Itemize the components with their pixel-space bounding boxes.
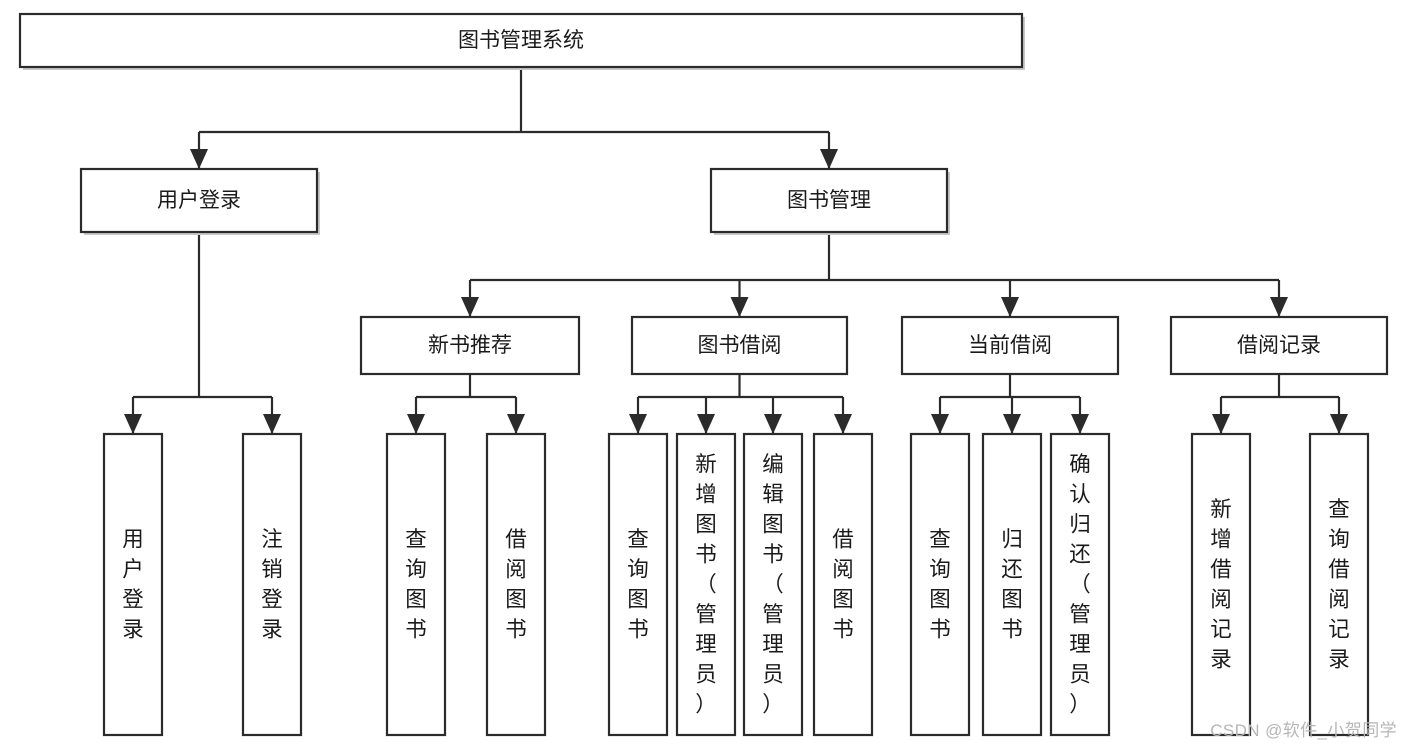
node-label: 借阅图书	[832, 528, 854, 642]
node-label: 用户登录	[122, 528, 144, 642]
connector-group-current-borrow	[931, 374, 1089, 434]
arrow-head-icon	[263, 414, 281, 434]
node-layer: 图书管理系统用户登录图书管理新书推荐图书借阅当前借阅借阅记录用户登录注销登录查询…	[18, 12, 1389, 737]
arrow-head-icon	[931, 414, 949, 434]
node-label: 确认归还（管理员）	[1069, 453, 1091, 717]
node-leaf-return-book[interactable]: 归还图书	[981, 432, 1043, 737]
arrow-head-icon	[461, 297, 479, 317]
node-label: 新书推荐	[428, 334, 512, 357]
node-label: 编辑图书（管理员）	[762, 453, 784, 717]
node-leaf-borrow-book-2[interactable]: 借阅图书	[812, 432, 874, 737]
arrow-head-icon	[697, 414, 715, 434]
node-borrow-record[interactable]: 借阅记录	[1169, 315, 1389, 376]
node-user-login[interactable]: 用户登录	[79, 167, 320, 235]
node-label: 注销登录	[261, 528, 283, 642]
node-label: 查询图书	[405, 528, 427, 642]
arrow-head-icon	[1001, 297, 1019, 317]
node-label: 图书借阅	[698, 334, 782, 357]
connector-group-user-login	[124, 232, 281, 434]
node-label: 新增借阅记录	[1210, 498, 1232, 672]
node-label: 借阅记录	[1237, 334, 1321, 357]
node-label: 新增图书（管理员）	[695, 453, 717, 717]
connector-layer	[124, 67, 1348, 434]
node-leaf-query-book-2[interactable]: 查询图书	[607, 432, 669, 737]
node-leaf-add-book[interactable]: 新增图书（管理员）	[675, 432, 737, 737]
arrow-head-icon	[407, 414, 425, 434]
arrow-head-icon	[834, 414, 852, 434]
node-label: 图书管理系统	[458, 29, 584, 52]
connector-group-borrow-record	[1212, 374, 1348, 434]
arrow-head-icon	[1212, 414, 1230, 434]
node-label: 查询图书	[627, 528, 649, 642]
node-label: 当前借阅	[968, 334, 1052, 357]
arrow-head-icon	[1330, 414, 1348, 434]
node-label: 归还图书	[1001, 528, 1023, 642]
node-leaf-add-record[interactable]: 新增借阅记录	[1190, 432, 1252, 737]
node-book-manage[interactable]: 图书管理	[709, 167, 950, 235]
arrow-head-icon	[629, 414, 647, 434]
arrow-head-icon	[190, 149, 208, 169]
node-leaf-query-book-1[interactable]: 查询图书	[385, 432, 447, 737]
connector-group-new-book-rec	[407, 374, 525, 434]
arrow-head-icon	[1071, 414, 1089, 434]
node-root[interactable]: 图书管理系统	[18, 12, 1025, 70]
node-label: 借阅图书	[505, 528, 527, 642]
arrow-head-icon	[507, 414, 525, 434]
node-label: 图书管理	[787, 189, 871, 212]
connector-group-root	[190, 67, 838, 169]
node-leaf-confirm-return[interactable]: 确认归还（管理员）	[1049, 432, 1111, 737]
node-label: 用户登录	[157, 189, 241, 212]
node-new-book-rec[interactable]: 新书推荐	[359, 315, 581, 376]
arrow-head-icon	[1003, 414, 1021, 434]
arrow-head-icon	[730, 297, 749, 317]
node-leaf-user-login[interactable]: 用户登录	[102, 432, 164, 737]
arrow-head-icon	[1270, 297, 1288, 317]
arrow-head-icon	[124, 414, 142, 434]
arrow-head-icon	[764, 414, 782, 434]
node-book-borrow[interactable]: 图书借阅	[630, 315, 849, 376]
node-label: 查询图书	[929, 528, 951, 642]
node-current-borrow[interactable]: 当前借阅	[900, 315, 1120, 376]
node-leaf-logout[interactable]: 注销登录	[241, 432, 303, 737]
connector-group-book-borrow	[629, 374, 852, 434]
connector-group-book-manage	[461, 232, 1288, 317]
arrow-head-icon	[820, 149, 838, 169]
node-leaf-query-record[interactable]: 查询借阅记录	[1308, 432, 1370, 737]
node-leaf-edit-book[interactable]: 编辑图书（管理员）	[742, 432, 804, 737]
node-leaf-query-book-3[interactable]: 查询图书	[909, 432, 971, 737]
node-leaf-borrow-book-1[interactable]: 借阅图书	[485, 432, 547, 737]
node-label: 查询借阅记录	[1328, 498, 1350, 672]
